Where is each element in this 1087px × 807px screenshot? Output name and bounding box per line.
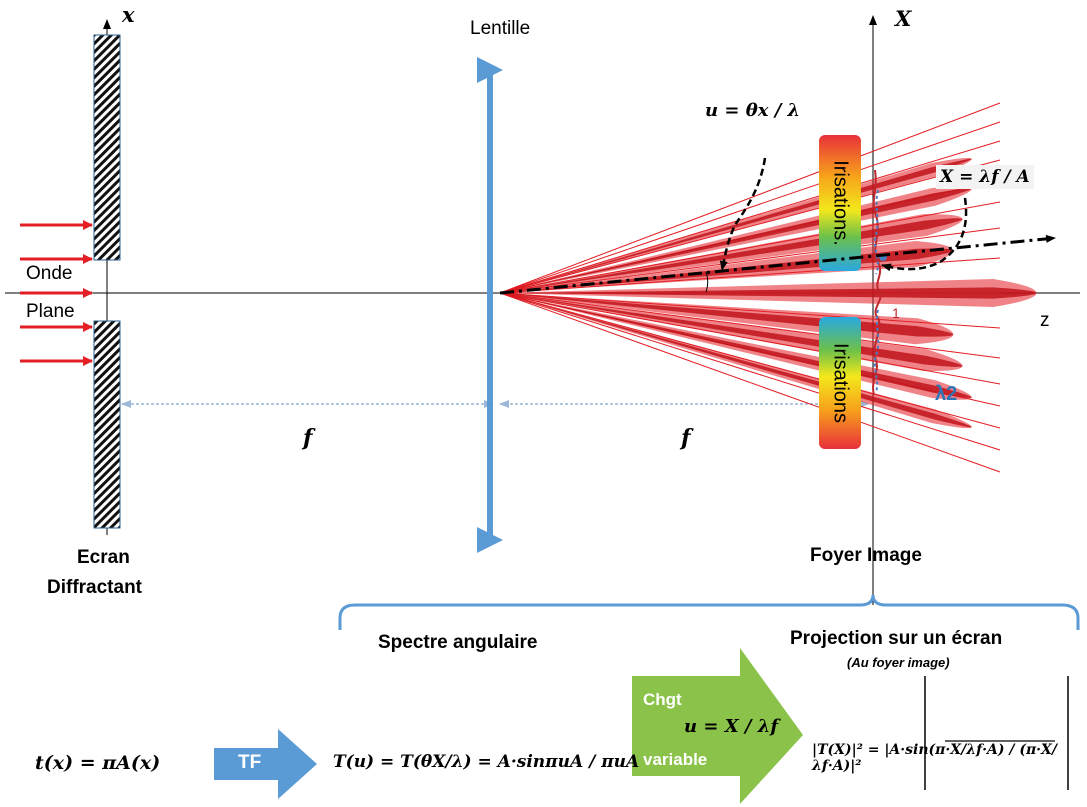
- ray: [499, 140, 1001, 294]
- fourier-formula: T(u) = T(θX/λ) = A·sinπuA / πuA: [333, 752, 640, 772]
- order-one-label: 1: [892, 305, 900, 321]
- ray: [499, 227, 1001, 294]
- u-theta-formula: u = θx / λ: [705, 100, 800, 121]
- plane-wave-arrows: [20, 220, 93, 366]
- screen-label-1: Ecran: [77, 547, 130, 568]
- tf-arrow: [214, 729, 317, 799]
- angular-spectrum-heading: Spectre angulaire: [378, 632, 538, 653]
- ray: [499, 159, 1001, 294]
- x-axis-label: x: [122, 2, 135, 27]
- screen-lower-plate: [93, 320, 121, 529]
- wave-label-1: Onde: [26, 263, 73, 285]
- change-variable-arrow: [632, 648, 803, 804]
- screen-label-2: Diffractant: [47, 577, 143, 598]
- wave-label-2: Plane: [26, 301, 75, 323]
- projection-subheading: (Au foyer image): [847, 655, 950, 670]
- theta-angle-arc: [705, 271, 709, 293]
- transmission-formula: t(x) = πA(x): [35, 752, 161, 774]
- intensity-formula: |T(X)|² = |A·sin(π·X/λf·A) / (π·X/λf·A)|…: [812, 742, 1058, 774]
- ray: [499, 292, 1001, 359]
- X-pointer: [881, 197, 968, 272]
- irisation-top-label: Irisations.: [830, 160, 852, 246]
- u-pointer: [719, 157, 767, 271]
- ray: [499, 292, 1001, 451]
- screen-upper-plate: [93, 34, 121, 261]
- bottom-brace: [338, 594, 1080, 630]
- diffraction-lobe-core: [500, 287, 1037, 299]
- lambda2-label: λ2: [935, 383, 958, 405]
- variable-label: variable: [643, 750, 708, 769]
- X-formula: X = λf / A: [936, 165, 1034, 189]
- focal-image-label: Foyer Image: [810, 545, 922, 566]
- diffraction-direction: [499, 234, 1056, 295]
- z-axis-label: z: [1040, 310, 1050, 331]
- irisation-bottom-label: Irisations: [830, 343, 852, 423]
- intensity-profile-dotted-bottom: [873, 309, 880, 393]
- irisation-band-bottom: [819, 317, 861, 449]
- focal-length-left: f: [303, 425, 313, 451]
- irisation-band-top: [819, 135, 861, 271]
- projection-heading: Projection sur un écran: [790, 628, 1003, 649]
- X-formula-text: X = λf / A: [940, 167, 1030, 187]
- lens-label: Lentille: [470, 18, 531, 39]
- ray: [499, 121, 1001, 294]
- focal-length-right: f: [681, 425, 691, 451]
- change-formula: u = X / λf: [684, 716, 779, 737]
- u-theta-text: u = θx / λ: [705, 100, 801, 121]
- tf-label: TF: [238, 752, 262, 773]
- intensity-profile-dotted: [874, 189, 879, 275]
- ray: [499, 102, 1001, 294]
- X-axis-label: X: [895, 6, 912, 31]
- chgt-label: Chgt: [643, 690, 682, 709]
- ray: [499, 292, 1001, 473]
